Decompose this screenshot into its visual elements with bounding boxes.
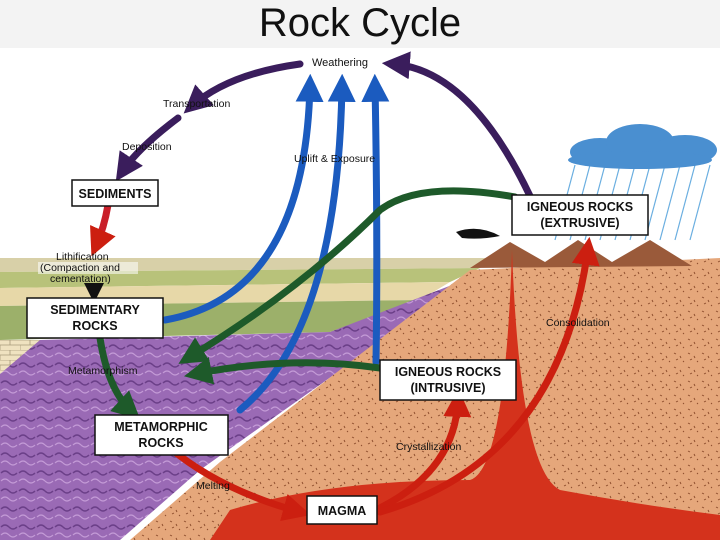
metamorphism-arrows — [96, 187, 519, 420]
box-igneous-extrusive-label-1: IGNEOUS ROCKS — [527, 200, 633, 214]
box-magma-label: MAGMA — [318, 504, 367, 518]
box-igneous-intrusive: IGNEOUS ROCKS (INTRUSIVE) — [379, 359, 517, 401]
rock-cycle-diagram: SEDIMENTS SEDIMENTARY ROCKS METAMORPHIC … — [0, 48, 720, 540]
label-lithification-2: (Compaction and — [40, 262, 120, 274]
label-crystallization: Crystallization — [396, 441, 462, 453]
label-uplift-exposure: Uplift & Exposure — [294, 153, 375, 165]
label-deposition: Deposition — [122, 141, 172, 153]
magma-arrows — [166, 236, 600, 522]
volcanic-ash — [456, 228, 500, 239]
box-igneous-intrusive-label-1: IGNEOUS ROCKS — [395, 365, 501, 379]
box-sedimentary-label-2: ROCKS — [72, 319, 117, 333]
magma-chamber — [210, 250, 720, 540]
box-magma: MAGMA — [306, 495, 378, 525]
box-sedimentary-label-1: SEDIMENTARY — [50, 303, 140, 317]
uplift-exposure-arrows — [161, 73, 390, 414]
box-metamorphic-label-1: METAMORPHIC — [114, 420, 208, 434]
label-transportation: Transportation — [163, 98, 230, 110]
slide-title: Rock Cycle — [258, 1, 462, 45]
box-igneous-extrusive: IGNEOUS ROCKS (EXTRUSIVE) — [511, 194, 649, 236]
box-sediments-label: SEDIMENTS — [79, 187, 152, 201]
box-sedimentary-rocks: SEDIMENTARY ROCKS — [26, 297, 164, 339]
box-metamorphic-label-2: ROCKS — [138, 436, 183, 450]
label-lithification: Lithification (Compaction and cementatio… — [38, 251, 138, 285]
label-metamorphism: Metamorphism — [68, 365, 138, 377]
box-sediments: SEDIMENTS — [71, 179, 159, 207]
lithification-arrows — [84, 204, 116, 303]
label-lithification-3: cementation) — [50, 273, 111, 285]
metamorphic-rock-layer — [0, 278, 470, 540]
label-consolidation: Consolidation — [546, 317, 610, 329]
box-metamorphic-rocks: METAMORPHIC ROCKS — [94, 414, 229, 456]
weathering-arrows — [115, 51, 534, 200]
label-melting: Melting — [196, 480, 230, 492]
box-igneous-extrusive-label-2: (EXTRUSIVE) — [540, 216, 619, 230]
label-lithification-1: Lithification — [56, 251, 109, 263]
title-bar — [0, 0, 720, 48]
box-igneous-intrusive-label-2: (INTRUSIVE) — [411, 381, 486, 395]
label-weathering: Weathering — [312, 57, 368, 69]
